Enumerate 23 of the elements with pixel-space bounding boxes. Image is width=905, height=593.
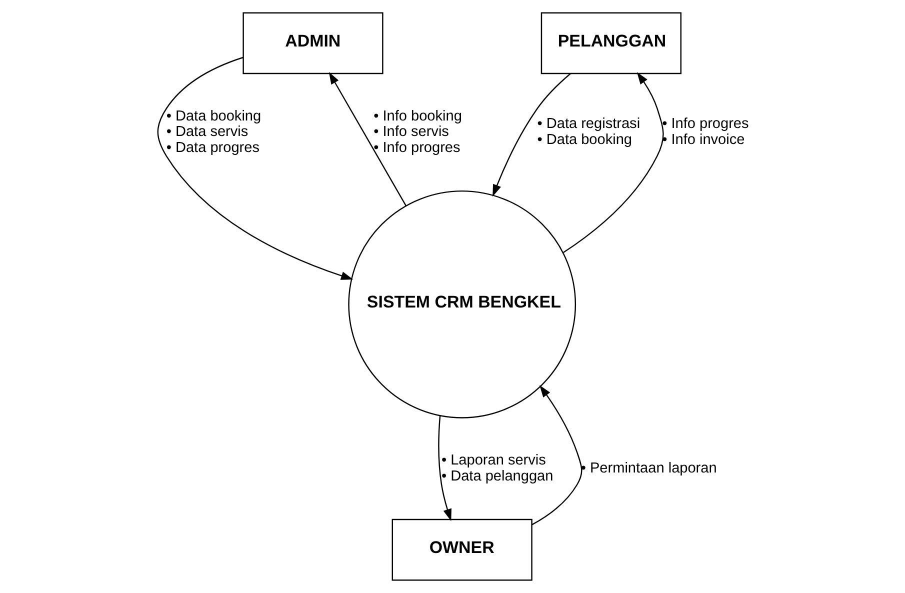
node-circle: SISTEM CRM BENGKEL	[348, 190, 576, 418]
arrow	[531, 385, 582, 526]
edge-label: • Data booking	[166, 108, 261, 124]
arrow	[328, 72, 406, 206]
edge-label: • Data progres	[166, 140, 259, 156]
edge-label: • Info booking	[373, 108, 462, 124]
edge-label: • Data registrasi	[536, 116, 640, 132]
edge-label: • Permintaan laporan	[580, 460, 716, 476]
arrow	[438, 416, 451, 522]
node-box: PELANGGAN	[540, 12, 681, 74]
edge-label: • Info servis	[373, 124, 448, 140]
node-box: ADMIN	[242, 12, 383, 74]
edge-label: • Data servis	[166, 124, 248, 140]
arrow	[492, 73, 570, 197]
edge-label: • Info invoice	[662, 132, 744, 148]
arrow	[156, 56, 353, 280]
edge-label: • Data pelanggan	[440, 468, 553, 484]
edge-label: • Data booking	[536, 132, 632, 148]
node-box: OWNER	[391, 518, 532, 581]
edge-label: • Info progres	[662, 116, 748, 132]
arrow	[562, 72, 664, 254]
edge-label: • Laporan servis	[440, 452, 546, 468]
edge-label: • Info progres	[373, 140, 460, 156]
